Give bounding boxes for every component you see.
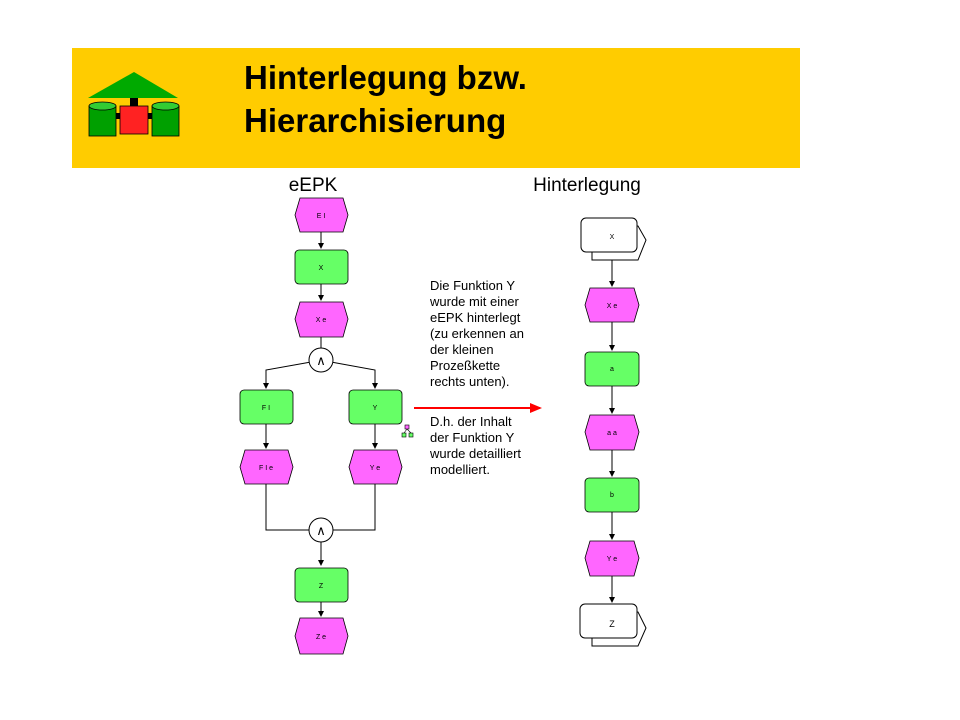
svg-text:wurde detailliert: wurde detailliert bbox=[429, 446, 521, 461]
svg-text:eEPK hinterlegt: eEPK hinterlegt bbox=[430, 310, 521, 325]
right-event-ye: Y e bbox=[584, 540, 640, 577]
svg-text:wurde mit einer: wurde mit einer bbox=[429, 294, 520, 309]
svg-text:Y e: Y e bbox=[370, 465, 380, 472]
svg-text:(zu erkennen an: (zu erkennen an bbox=[430, 326, 524, 341]
svg-text:Z e: Z e bbox=[316, 634, 326, 641]
right-interface-z: Z bbox=[579, 603, 647, 647]
left-event-e1: E I bbox=[294, 197, 349, 233]
svg-text:der Funktion Y: der Funktion Y bbox=[430, 430, 515, 445]
left-function-f1: F I bbox=[239, 389, 294, 425]
right-heading: Hinterlegung bbox=[533, 175, 641, 196]
svg-text:rechts unten).: rechts unten). bbox=[430, 374, 510, 389]
left-and-split-connector: ∧ bbox=[308, 347, 334, 373]
svg-text:F I: F I bbox=[262, 405, 270, 412]
left-function-z: Z bbox=[294, 567, 349, 603]
svg-text:Prozeßkette: Prozeßkette bbox=[430, 358, 500, 373]
svg-text:Y: Y bbox=[373, 405, 378, 412]
svg-text:Z: Z bbox=[319, 583, 324, 590]
process-chain-icon bbox=[401, 424, 414, 438]
svg-text:X: X bbox=[610, 234, 615, 241]
right-function-a: a bbox=[584, 351, 640, 387]
right-interface-x: X bbox=[580, 217, 647, 261]
left-and-join-connector: ∧ bbox=[308, 517, 334, 543]
left-function-y: Y bbox=[348, 389, 403, 425]
svg-text:∧: ∧ bbox=[316, 353, 326, 368]
svg-text:Die Funktion Y: Die Funktion Y bbox=[430, 278, 515, 293]
svg-text:D.h. der Inhalt: D.h. der Inhalt bbox=[430, 414, 512, 429]
svg-text:X e: X e bbox=[316, 317, 327, 324]
left-heading: eEPK bbox=[289, 175, 338, 196]
svg-text:modelliert.: modelliert. bbox=[430, 462, 490, 477]
svg-text:E I: E I bbox=[317, 213, 326, 220]
svg-text:X e: X e bbox=[607, 303, 618, 310]
svg-text:F I e: F I e bbox=[259, 465, 273, 472]
slide-title: Hinterlegung bzw. Hierarchisierung bbox=[244, 56, 527, 142]
epk-logo-icon bbox=[88, 72, 180, 137]
right-event-xe: X e bbox=[584, 287, 640, 323]
explanation-note: Die Funktion Y wurde mit einer eEPK hint… bbox=[429, 278, 524, 477]
right-event-aa: a a bbox=[584, 414, 640, 451]
svg-text:∧: ∧ bbox=[316, 523, 326, 538]
left-event-ze: Z e bbox=[294, 617, 349, 655]
svg-text:Y e: Y e bbox=[607, 556, 617, 563]
left-function-x: X bbox=[294, 249, 349, 285]
right-function-b: b bbox=[584, 477, 640, 513]
svg-text:a: a bbox=[610, 366, 614, 373]
title-line-1: Hinterlegung bzw. bbox=[244, 59, 527, 96]
left-event-ye: Y e bbox=[348, 449, 403, 485]
svg-text:X: X bbox=[319, 265, 324, 272]
svg-text:a a: a a bbox=[607, 430, 617, 437]
svg-text:der kleinen: der kleinen bbox=[430, 342, 494, 357]
left-event-f1e: F I e bbox=[239, 449, 294, 485]
title-line-2: Hierarchisierung bbox=[244, 102, 507, 139]
left-event-xe: X e bbox=[294, 301, 349, 338]
svg-text:Z: Z bbox=[609, 619, 615, 629]
title-banner: Hinterlegung bzw. Hierarchisierung bbox=[72, 48, 800, 168]
svg-text:b: b bbox=[610, 492, 614, 499]
